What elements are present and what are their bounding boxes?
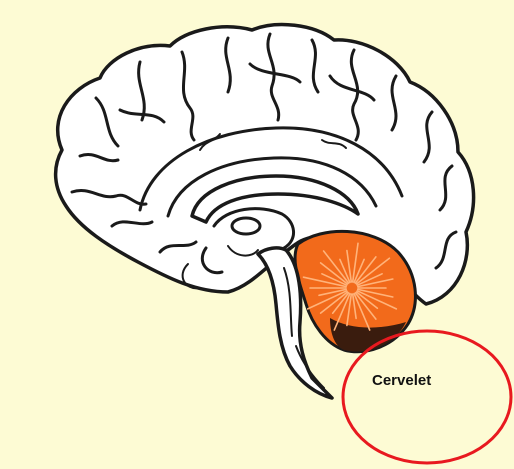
cervelet-label: Cervelet <box>372 372 431 389</box>
highlight-circle <box>343 331 511 463</box>
